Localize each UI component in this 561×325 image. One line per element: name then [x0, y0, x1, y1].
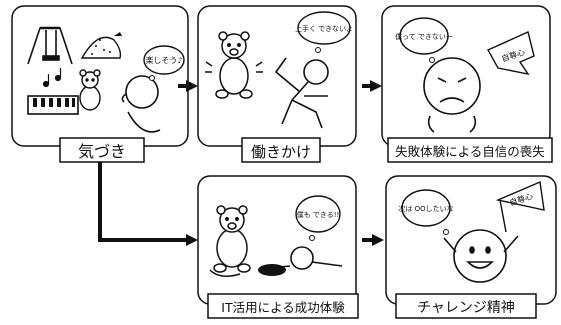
- caption-approach: 働きかけ: [241, 137, 321, 163]
- tablet-device-illustration: [258, 264, 286, 276]
- teddy-bear-illustration: [209, 205, 251, 277]
- pride-pennant: 自尊心: [495, 180, 545, 233]
- bubble-text: 僕も できる!!: [297, 210, 340, 219]
- caption-text: チャレンジ精神: [417, 300, 515, 316]
- caption-success: IT活用による成功体験: [207, 293, 359, 319]
- arrow-success-to-challenge: [362, 234, 384, 246]
- child-figure: [274, 57, 329, 129]
- music-notes-icon: [42, 68, 62, 88]
- caption-text: 働きかけ: [251, 143, 311, 161]
- panel-challenge: 次は OOしたいな 自尊心 チャレンジ精神: [385, 175, 557, 319]
- panel-approach: 上手く できないよ 働きかけ: [197, 5, 357, 163]
- child-figure: [269, 246, 343, 270]
- bear-toy-illustration: [79, 69, 101, 111]
- thought-bubble: 僕も できる!!: [295, 195, 341, 241]
- thought-bubble: 僕って できないー: [395, 17, 453, 63]
- caption-text: 気づき: [78, 142, 126, 161]
- bubble-text: 上手く できないよ: [295, 24, 353, 33]
- bubble-text: 僕って できないー: [395, 32, 453, 41]
- bubble-text: 楽しそう♪: [145, 55, 182, 65]
- caption-challenge: チャレンジ精神: [395, 293, 537, 319]
- thought-bubble: 上手く できないよ: [295, 11, 353, 53]
- thought-bubble: 楽しそう♪: [143, 45, 185, 81]
- caption-failure: 失敗体験による自信の喪失: [387, 137, 553, 163]
- happy-child-figure: [443, 229, 519, 283]
- arrow-awareness-to-success: [98, 162, 198, 246]
- sandbox-illustration: [80, 32, 122, 59]
- keyboard-illustration: [27, 95, 79, 115]
- pride-pennant: 自尊心: [487, 31, 535, 76]
- panel-awareness: 楽しそう♪ 気づき: [11, 5, 189, 163]
- teddy-bear-illustration: [205, 31, 263, 99]
- child-figure: [121, 75, 161, 133]
- caption-awareness: 気づき: [59, 137, 145, 163]
- bubble-text: 次は OOしたいな: [398, 204, 453, 213]
- panel-failure: 僕って できないー 自尊心 失敗体験による自信の喪失: [381, 5, 553, 163]
- thought-bubble: 次は OOしたいな: [398, 189, 454, 235]
- arrow-approach-to-failure: [362, 80, 382, 92]
- panel-success: 僕も できる!! IT活用による成功体験: [197, 175, 359, 319]
- caption-text: 失敗体験による自信の喪失: [395, 144, 545, 159]
- swing-illustration: [27, 26, 73, 65]
- arrow-awareness-to-approach: [178, 80, 198, 92]
- crying-child-figure: [423, 57, 481, 133]
- caption-text: IT活用による成功体験: [221, 300, 345, 315]
